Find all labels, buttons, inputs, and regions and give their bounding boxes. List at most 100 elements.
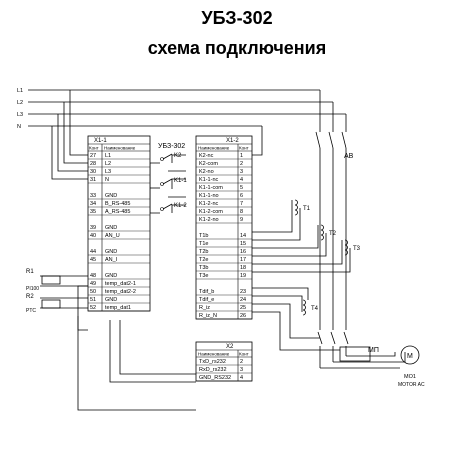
relay-k1-1-label: K1-1 (174, 178, 187, 184)
relay-k2-contact (162, 153, 173, 160)
x1-2-label-4: K1-1-nc (199, 177, 219, 183)
x1-2-kont-9: 9 (240, 217, 243, 223)
x1-1-label-35: A_RS-485 (105, 209, 130, 215)
line-label-n: N (17, 124, 21, 130)
x1-2-kont-14: 14 (240, 233, 246, 239)
x1-2-kont-4: 4 (240, 177, 243, 183)
x1-2-kont-24: 24 (240, 297, 246, 303)
x1-1-name-header: Наименование (104, 146, 136, 151)
x2-name-header: Наименование (198, 352, 230, 357)
x1-1-kont-51: 51 (90, 297, 96, 303)
x1-2-kont-header: Конт (239, 146, 249, 151)
x1-1-label-51: GND (105, 297, 117, 303)
x1-2-label-19: T3e (199, 273, 208, 279)
motor-id-label: MO1 (404, 374, 416, 380)
transformer-t2-label: T2 (329, 231, 337, 237)
motor-symbol (400, 345, 420, 365)
x1-2-kont-17: 17 (240, 257, 246, 263)
x1-1-kont-49: 49 (90, 281, 96, 287)
x1-1-label-49: temp_dat2-1 (105, 281, 136, 287)
r1-symbol (41, 275, 61, 285)
x1-1-label-31: N (105, 177, 109, 183)
x1-2-label-25: R_iz (199, 305, 210, 311)
x2-kont-3: 3 (240, 367, 243, 373)
relay-k2-label: K2 (174, 153, 182, 159)
static-wiring (28, 89, 420, 411)
r2-type-label: PTC (26, 308, 36, 314)
x1-2-kont-8: 8 (240, 209, 243, 215)
x1-1-label-50: temp_dat2-2 (105, 289, 136, 295)
x2-title: X2 (226, 344, 234, 350)
motor-type-label: MOTOR AC (398, 382, 425, 388)
x1-2-label-8: K1-2-com (199, 209, 223, 215)
x1-1-kont-40: 40 (90, 233, 96, 239)
breaker-label: AB (344, 153, 354, 160)
x1-2-kont-18: 18 (240, 265, 246, 271)
x1-2-kont-7: 7 (240, 201, 243, 207)
transformer-t1-label: T1 (303, 206, 311, 212)
x2-kont-header: Конт (239, 352, 249, 357)
contactor-label: МП (368, 347, 379, 354)
transformer-t1: T1 (294, 199, 311, 216)
x1-1-label-28: L2 (105, 161, 111, 167)
x2-label-4: GND_RS232 (199, 375, 231, 381)
x1-2-kont-3: 3 (240, 169, 243, 175)
r2-symbol (41, 299, 61, 309)
x1-2-kont-23: 23 (240, 289, 246, 295)
x1-2-label-5: K1-1-com (199, 185, 223, 191)
x1-2-label-2: K2-com (199, 161, 218, 167)
x1-1-label-40: AN_U (105, 233, 120, 239)
page-subtitle: схема подключения (147, 38, 327, 58)
x1-1-title: X1-1 (94, 138, 107, 144)
x1-1-kont-28: 28 (90, 161, 96, 167)
x1-1-label-27: L1 (105, 153, 111, 159)
x2-label-3: RxD_rs232 (199, 367, 227, 373)
x1-1-kont-45: 45 (90, 257, 96, 263)
x1-2-label-15: T1e (199, 241, 208, 247)
x1-2-kont-6: 6 (240, 193, 243, 199)
x1-1-label-33: GND (105, 193, 117, 199)
x1-1-kont-34: 34 (90, 201, 96, 207)
transformer-t2: T2 (320, 224, 337, 241)
x1-1-kont-33: 33 (90, 193, 96, 199)
x1-2-label-6: K1-1-no (199, 193, 219, 199)
contactor-coil (339, 346, 371, 362)
x1-2-label-23: Tdif_b (199, 289, 214, 295)
x1-1-label-44: GND (105, 249, 117, 255)
x1-1-kont-27: 27 (90, 153, 96, 159)
x1-1-kont-header: Конт (89, 146, 99, 151)
x1-2-label-14: T1b (199, 233, 208, 239)
line-label-l3: L3 (17, 112, 23, 118)
x1-1-kont-44: 44 (90, 249, 96, 255)
x1-2-label-1: K2-nc (199, 153, 214, 159)
x1-2-kont-1: 1 (240, 153, 243, 159)
x2-terminal-block: X2КонтНаименование2TxD_rs2323RxD_rs2324G… (195, 341, 253, 382)
relay-k1-2-contact (162, 203, 173, 210)
transformer-t3: T3 (344, 239, 361, 256)
x1-1-kont-35: 35 (90, 209, 96, 215)
x1-2-frame (195, 135, 253, 320)
r1-label: R1 (26, 269, 34, 275)
transformer-t4: T4 (302, 299, 319, 316)
line-label-l2: L2 (17, 100, 23, 106)
relay-k1-2-label: K1-2 (174, 203, 187, 209)
x1-1-kont-48: 48 (90, 273, 96, 279)
x2-kont-2: 2 (240, 359, 243, 365)
device-label: УБЗ-302 (158, 143, 185, 150)
x1-2-label-7: K1-2-nc (199, 201, 219, 207)
x1-2-kont-16: 16 (240, 249, 246, 255)
x1-1-label-45: AN_I (105, 257, 118, 263)
x1-2-kont-25: 25 (240, 305, 246, 311)
x2-label-2: TxD_rs232 (199, 359, 226, 365)
x1-1-label-39: GND (105, 225, 117, 231)
x1-2-label-18: T3b (199, 265, 208, 271)
sensor-labels: R1 PI100 R2 PTC (26, 269, 39, 314)
x1-2-label-9: K1-2-no (199, 217, 219, 223)
x1-1-kont-52: 52 (90, 305, 96, 311)
sensors (41, 275, 61, 309)
x1-1-label-30: L3 (105, 169, 111, 175)
x1-2-title: X1-2 (226, 138, 239, 144)
